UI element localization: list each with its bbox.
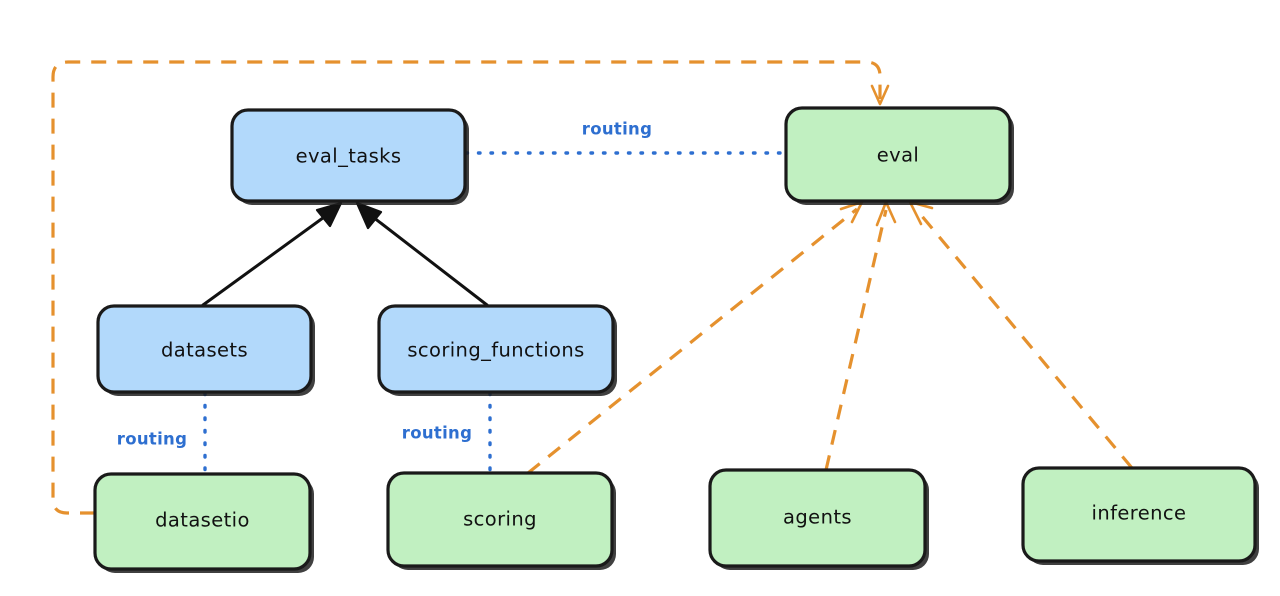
node-eval-tasks-label: eval_tasks (296, 145, 402, 168)
edge-inference-eval-arrowhead (908, 200, 934, 226)
node-datasets-rect (96, 304, 313, 394)
edge-inference-eval-path (914, 207, 1134, 470)
node-scoring-rect (386, 471, 614, 568)
node-inference-rect (1021, 466, 1257, 563)
edge-scoring-functions-eval-tasks-path (358, 205, 489, 307)
node-eval-tasks[interactable]: eval_tasks (230, 108, 469, 205)
node-agents-rect (708, 468, 927, 568)
edge-datasetio-eval-path (51, 60, 882, 515)
node-scoring-functions-rect (377, 304, 615, 394)
node-datasetio-label: datasetio (155, 509, 250, 532)
edge-scoring-functions-eval-tasks[interactable] (355, 201, 489, 307)
node-agents[interactable]: agents (708, 468, 929, 570)
node-scoring-functions-label: scoring_functions (407, 339, 584, 362)
solid-edges-group (201, 201, 489, 307)
node-eval-tasks-rect (230, 108, 467, 203)
node-scoring[interactable]: scoring (386, 471, 616, 570)
node-eval-rect (784, 106, 1012, 203)
node-inference[interactable]: inference (1021, 466, 1259, 565)
edge-agents-eval[interactable] (824, 200, 897, 471)
edge-label-routing-eval-tasks-eval: routing (582, 120, 652, 139)
edge-inference-eval[interactable] (908, 200, 1134, 470)
node-scoring-functions[interactable]: scoring_functions (377, 304, 617, 396)
node-datasets-label: datasets (161, 339, 248, 362)
node-agents-label: agents (783, 506, 852, 529)
edge-scoring-functions-eval-tasks-arrowhead (355, 201, 383, 230)
edge-label-routing-scoring-functions-scoring: routing (402, 424, 472, 443)
node-datasetio[interactable]: datasetio (93, 472, 314, 573)
node-datasetio-rect (93, 472, 312, 571)
edge-scoring-eval-path (526, 207, 859, 475)
routing-edges-group (203, 151, 787, 475)
edge-agents-eval-path (824, 209, 888, 471)
edge-datasetio-eval[interactable] (51, 60, 890, 515)
node-datasets[interactable]: datasets (96, 304, 315, 396)
node-scoring-label: scoring (463, 508, 537, 531)
edge-labels-group: routing routing routing (117, 120, 652, 449)
nodes-group: eval_tasks eval datasets scoring_functio… (93, 106, 1259, 573)
node-inference-label: inference (1092, 502, 1187, 525)
edge-label-routing-datasets-datasetio: routing (117, 430, 187, 449)
edge-datasets-eval-tasks[interactable] (201, 201, 343, 307)
node-eval-label: eval (877, 144, 920, 167)
node-eval[interactable]: eval (784, 106, 1014, 205)
edge-datasets-eval-tasks-path (201, 205, 340, 307)
edge-datasets-eval-tasks-arrowhead (315, 201, 343, 228)
edge-datasetio-eval-arrowhead (870, 84, 890, 106)
